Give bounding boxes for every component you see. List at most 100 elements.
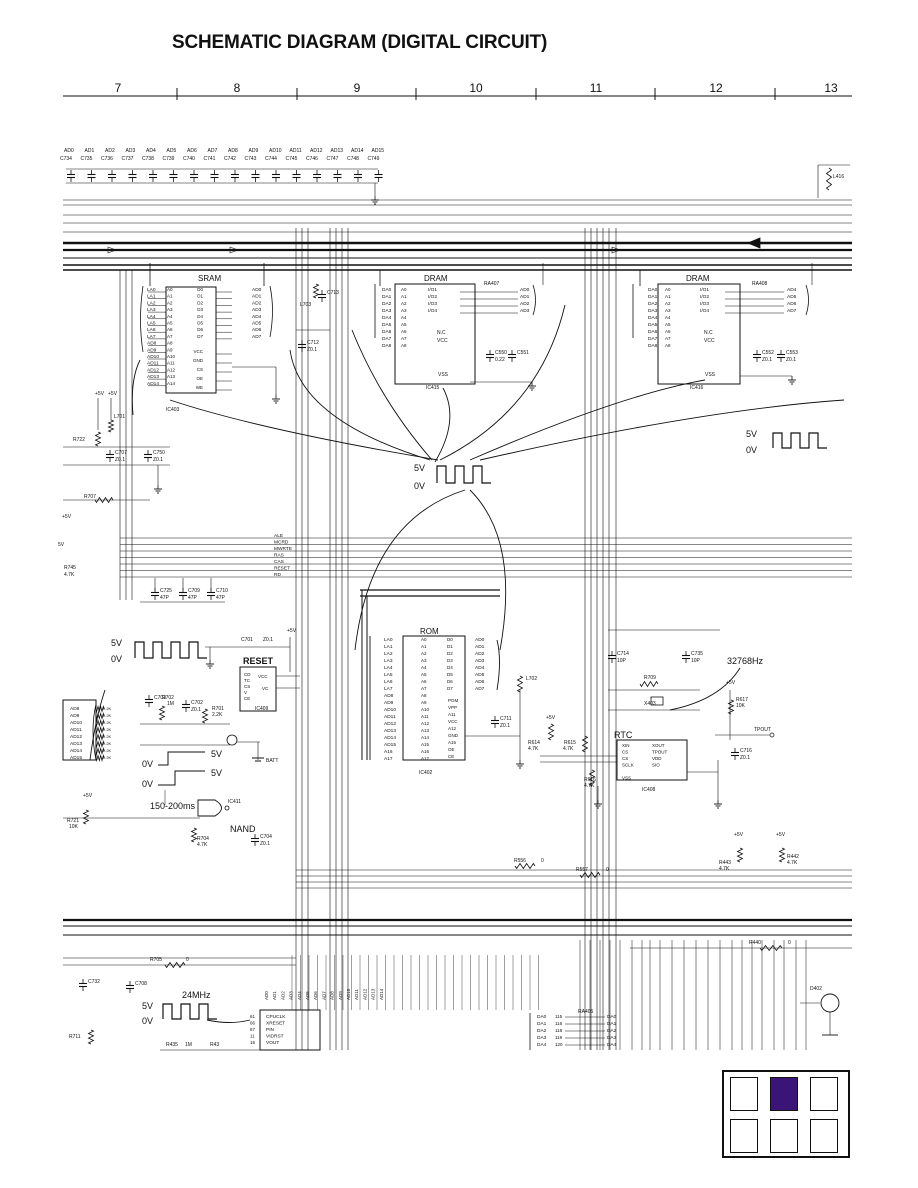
ad-label: AD6 bbox=[187, 148, 197, 154]
resistor-label: R617 bbox=[736, 697, 748, 703]
pin-number: 119 bbox=[555, 1035, 563, 1040]
resistor-value: 2.2K bbox=[103, 734, 112, 739]
resistor-value: 4.7K bbox=[719, 866, 730, 872]
resistor-label: R701 bbox=[212, 706, 224, 712]
resistor bbox=[95, 704, 105, 714]
waveform-step bbox=[158, 751, 205, 766]
cap: C732 bbox=[88, 979, 100, 985]
pin-name: LA1 bbox=[147, 294, 156, 300]
pin-name: A11 bbox=[421, 714, 429, 719]
pointer-arrow bbox=[434, 387, 451, 463]
page-cell[interactable] bbox=[770, 1119, 798, 1153]
frequency-label: 24MHz bbox=[182, 990, 211, 1000]
cap-value: Z0.1 bbox=[263, 637, 273, 643]
pin-name: A6 bbox=[421, 679, 427, 684]
pin-name: PIN bbox=[266, 1027, 275, 1033]
pin-number: 116 bbox=[555, 1021, 563, 1026]
pin-name: D2 bbox=[197, 300, 203, 305]
cap-label: C735 bbox=[81, 156, 93, 162]
pin-name: DA7 bbox=[648, 336, 658, 342]
pointer-arrow bbox=[169, 399, 439, 461]
pin-name: CS bbox=[622, 750, 628, 755]
waveform-center bbox=[436, 465, 491, 484]
resistor bbox=[588, 769, 596, 787]
resistor-label: R745 bbox=[64, 565, 76, 571]
pin-name: AD10 bbox=[147, 354, 159, 360]
pin-name: LA3 bbox=[384, 658, 393, 664]
voltage-label: 5V bbox=[211, 768, 222, 778]
pin-name: A2 bbox=[665, 301, 671, 306]
pin-name: A5 bbox=[665, 322, 671, 327]
resistor-label: R435 bbox=[166, 1042, 178, 1048]
resistor bbox=[95, 711, 105, 721]
ad-label: AD9 bbox=[249, 148, 259, 154]
page-cell[interactable] bbox=[810, 1119, 838, 1153]
cap: C550 bbox=[495, 350, 507, 356]
page-cell[interactable] bbox=[730, 1119, 758, 1153]
pin-name: A17 bbox=[421, 756, 430, 761]
power-label: +5V bbox=[62, 514, 72, 520]
pin-name: A6 bbox=[167, 327, 173, 332]
pin-name: AD3 bbox=[475, 658, 485, 664]
cap-label: C743 bbox=[245, 156, 257, 162]
pin-name: AD11 bbox=[70, 727, 82, 733]
cap-value: Z0.1 bbox=[191, 707, 201, 713]
pin-name: VCC bbox=[258, 674, 268, 679]
pin-name: LA2 bbox=[384, 651, 393, 657]
pin-name: DA1 bbox=[382, 294, 392, 300]
bracket bbox=[269, 285, 273, 338]
pin-name: DA5 bbox=[382, 322, 392, 328]
inductor bbox=[312, 283, 320, 299]
resistor-value: 2.2K bbox=[103, 748, 112, 753]
pin-name: CE bbox=[448, 754, 454, 759]
pin-label: TPOUT bbox=[754, 727, 771, 733]
pin-name: D2 bbox=[447, 651, 453, 656]
pin-name: I/O4 bbox=[428, 308, 437, 314]
pin-name: AD13 bbox=[147, 374, 159, 380]
pin-name: A0 bbox=[665, 287, 671, 292]
power-label: +5V bbox=[546, 715, 556, 721]
waveform-right bbox=[772, 432, 827, 449]
pin-name: AD10 bbox=[346, 988, 351, 1000]
pin-name: AD8 bbox=[147, 341, 157, 347]
pin-name: A2 bbox=[167, 300, 173, 305]
cap: C709 bbox=[188, 588, 200, 594]
chip-title: ROM bbox=[420, 627, 439, 636]
resistor bbox=[581, 735, 589, 753]
power-label: 5V bbox=[58, 542, 65, 548]
pin-name: AD14 bbox=[384, 735, 396, 741]
pin-name: VSS bbox=[438, 372, 449, 378]
chip-ref: IC402 bbox=[419, 770, 433, 776]
column-number: 13 bbox=[824, 81, 838, 95]
inductor-label: L701 bbox=[114, 414, 125, 420]
resistor-label: R615 bbox=[564, 740, 576, 746]
pin-name: AD12 bbox=[384, 721, 396, 727]
pin-name: OE bbox=[196, 376, 203, 381]
voltage-label: 5V bbox=[142, 1001, 153, 1011]
page-cell[interactable] bbox=[730, 1077, 758, 1111]
bus-arrow bbox=[746, 237, 761, 249]
frequency-label: 32768Hz bbox=[727, 656, 764, 666]
cap: C750 bbox=[153, 450, 165, 456]
column-number: 10 bbox=[469, 81, 483, 95]
page-cell-active[interactable] bbox=[770, 1077, 798, 1111]
resistor-label: R707 bbox=[84, 494, 96, 500]
page-indicator[interactable] bbox=[722, 1070, 850, 1158]
pin-name: D6 bbox=[447, 679, 453, 684]
pin-name: AD6 bbox=[252, 327, 262, 333]
page-cell[interactable] bbox=[810, 1077, 838, 1111]
resistor bbox=[158, 705, 166, 721]
pin-name: D1 bbox=[197, 294, 203, 299]
ad-label: AD13 bbox=[331, 148, 344, 154]
column-number: 7 bbox=[115, 81, 122, 95]
bus-label: RESET bbox=[274, 566, 290, 572]
voltage-label: 5V bbox=[746, 429, 757, 439]
pin-name: A0 bbox=[421, 637, 427, 642]
pin-number: 118 bbox=[555, 1028, 563, 1033]
pin-name: VCC bbox=[704, 338, 715, 344]
resistor bbox=[82, 809, 90, 825]
pin-name: WE bbox=[196, 385, 203, 390]
resistor-value: 2.2K bbox=[103, 727, 112, 732]
pin-name: DA1 bbox=[537, 1021, 547, 1027]
pin-name: AD2 bbox=[520, 301, 530, 307]
